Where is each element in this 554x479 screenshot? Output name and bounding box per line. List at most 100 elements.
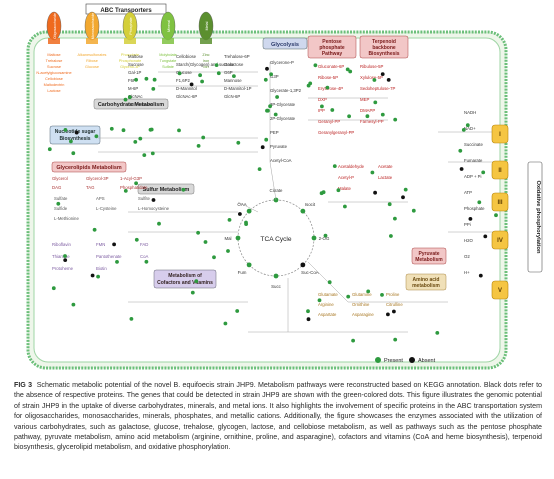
abc-substrate: N-acetylglucosamine	[36, 71, 71, 75]
present-dot	[96, 274, 100, 279]
present-dot	[214, 63, 219, 67]
box-terpenoid: Terpenoid backbone Biosynthesis	[359, 35, 409, 59]
metabolite-amino: Glutamate	[318, 292, 338, 297]
abc-transporter-label: Mineral	[167, 20, 171, 32]
present-dot	[194, 279, 199, 284]
metabolite-ppp: Erythrose-4P	[318, 86, 343, 91]
metabolite-carbo: Maltose	[128, 54, 144, 59]
box-ppp: Pentose phosphate Pathway	[307, 35, 357, 59]
present-dot	[393, 216, 397, 221]
box-nucleotide: Nucleotide sugar Biosynthesis	[49, 125, 101, 145]
legend-absent-dot	[409, 357, 415, 363]
present-dot	[373, 100, 378, 105]
present-dot	[227, 218, 232, 222]
present-dot	[47, 147, 52, 152]
present-dot	[306, 309, 310, 314]
svg-text:Pentose: Pentose	[322, 39, 342, 45]
present-dot	[345, 67, 350, 72]
metabolite-oxphos: H+	[464, 270, 470, 275]
metabolite-carbo: D-Mannitol	[176, 86, 197, 91]
absent-dot	[74, 130, 79, 135]
metabolite-ppp: Ribose-5P	[318, 75, 338, 80]
present-dot	[481, 170, 486, 175]
metabolite-amino: Asparagine	[352, 312, 374, 317]
present-dot	[458, 148, 463, 153]
abc-substrate: Molybdate	[159, 53, 177, 57]
present-dot	[51, 286, 56, 291]
legend-present-dot	[375, 357, 381, 363]
oxphos-complex-II: II	[491, 160, 509, 180]
metabolite-ppp: Farnesyl-PP	[360, 119, 384, 124]
present-dot	[477, 200, 482, 205]
metabolite-oxphos: Fumarate	[464, 158, 483, 163]
metabolite-carbo: Sucrose	[128, 62, 144, 67]
metabolite-sulfur: Sulfate	[54, 196, 68, 201]
metabolite-amino: Proline	[386, 292, 400, 297]
metabolite-oxphos: NAD+	[464, 126, 476, 131]
metabolite-ppp: DMAPP	[360, 108, 375, 113]
present-dot	[198, 73, 203, 78]
metabolite-amino: Citrulline	[386, 302, 403, 307]
box-carbohydrate: Carbohydrate Metabolism	[93, 98, 169, 110]
abc-substrate: Zinc	[202, 53, 209, 57]
present-dot	[389, 234, 393, 238]
metabolite-oxphos: PPi	[464, 222, 471, 227]
abc-transporter-label: Monosaccharide	[91, 13, 95, 39]
present-dot	[201, 135, 206, 140]
present-dot	[177, 71, 182, 76]
box-amino: Amino acid metabolism	[405, 273, 447, 291]
absent-dot	[392, 309, 396, 314]
absent-dot	[380, 72, 385, 76]
metabolite-carbo: Glucose	[176, 70, 192, 75]
present-dot	[265, 108, 269, 113]
metabolite-oxphos: O2	[464, 254, 470, 259]
metabolite-carbo: Starch(Glycogen) and sucrose	[176, 62, 235, 67]
metabolite-sulfur: L-Homocysteine	[138, 206, 170, 211]
metabolite-glyc: Glycerate-1,3P2	[270, 88, 302, 93]
tca-node-dot	[246, 208, 252, 214]
present-dot	[365, 114, 370, 119]
abc-substrate: Tungstate	[160, 59, 177, 63]
present-dot	[151, 87, 156, 91]
abc-substrate: Glucose	[85, 65, 99, 69]
metabolite-pyr: Lactate	[378, 175, 393, 180]
svg-text:Biosynthesis: Biosynthesis	[59, 136, 90, 142]
metabolite-carbo: Gal-1P	[128, 70, 142, 75]
present-dot	[152, 77, 157, 82]
svg-text:IV: IV	[497, 238, 503, 244]
absent-dot	[238, 212, 242, 216]
metabolite-carbo: GlcNAc-6P	[176, 94, 197, 99]
present-dot	[232, 74, 236, 78]
present-dot	[63, 128, 68, 132]
absent-dot	[63, 258, 68, 262]
present-dot	[244, 222, 249, 227]
svg-text:Oxidative phosphorylation: Oxidative phosphorylation	[535, 180, 541, 254]
metabolite-glyc: Acetyl-CoA	[270, 158, 292, 163]
oxphos-complex-III: III	[491, 192, 509, 212]
absent-dot	[459, 167, 464, 171]
svg-text:Cofactors and Vitamins: Cofactors and Vitamins	[157, 280, 213, 286]
metabolite-pyr: Acetate	[378, 164, 393, 169]
abc-transporter-label: Phosphate	[129, 17, 133, 34]
present-dot	[387, 202, 392, 207]
metabolite-lipid: TAG	[86, 185, 95, 190]
svg-text:Metabolism: Metabolism	[415, 257, 443, 263]
abc-substrate: Mn	[203, 65, 208, 69]
metabolite-glyc: Pyruvate	[270, 144, 288, 149]
tca-node-dot	[273, 273, 279, 279]
present-dot	[327, 280, 332, 285]
present-dot	[494, 213, 498, 218]
absent-dot	[401, 195, 405, 200]
present-dot	[216, 71, 221, 76]
metabolite-amino: Glutamine	[352, 292, 372, 297]
metabolite-carbo: Trehalose-6P	[224, 54, 250, 59]
metabolite-ppp: Sedoheptulose-7P	[360, 86, 395, 91]
metabolite-lipid: Glycerol-3P	[86, 176, 109, 181]
abc-substrate: Iron	[203, 59, 210, 63]
metabolite-pyr: Malate	[338, 186, 352, 191]
abc-substrate: Ribose	[86, 59, 98, 63]
metabolite-oxphos: Phosphate	[464, 206, 485, 211]
present-dot	[196, 144, 201, 148]
